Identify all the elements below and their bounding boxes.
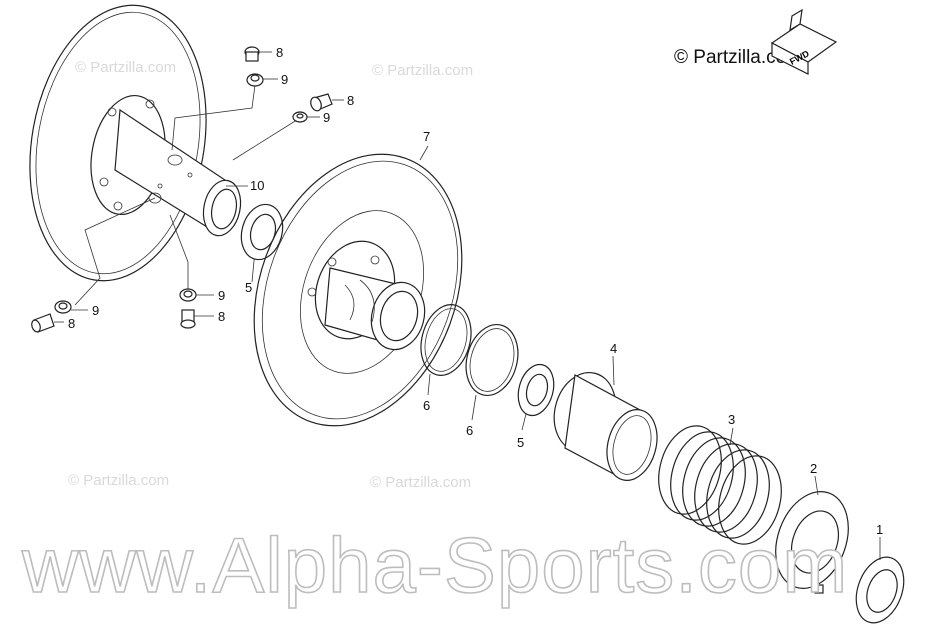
callout-8-upper-right: 8 (347, 93, 354, 108)
watermark-partzilla-2: © Partzilla.com (372, 62, 473, 79)
nut-lower-left (54, 300, 72, 314)
compression-spring (658, 425, 782, 545)
fwd-arrow-icon: FWD (770, 8, 838, 75)
callout-9-top: 9 (281, 72, 288, 87)
callout-6-second: 6 (466, 423, 473, 438)
alpha-sports-watermark: www.Alpha-Sports.com (21, 521, 848, 609)
oil-seal-left (240, 203, 284, 261)
callout-dashes (54, 51, 344, 323)
callout-4: 4 (610, 341, 617, 356)
oil-seal-right (517, 363, 555, 417)
o-ring-1 (420, 304, 472, 376)
nut-upper-right (292, 111, 308, 123)
callout-7: 7 (423, 129, 430, 144)
callout-3: 3 (728, 412, 735, 427)
nut-lower-middle (179, 288, 197, 302)
callout-1: 1 (876, 522, 883, 537)
spring-seat-collar (553, 371, 658, 481)
spring-seat-plate (775, 490, 849, 594)
callout-10: 10 (250, 178, 264, 193)
copyright-text: © Partzilla.com (674, 47, 802, 68)
callout-labels: 8 9 8 9 10 5 9 8 9 8 7 6 6 5 4 3 2 1 (68, 45, 883, 537)
nut-top (246, 73, 264, 87)
callout-5-right: 5 (517, 435, 524, 450)
callout-6-first: 6 (423, 398, 430, 413)
callout-9-lower-left: 9 (92, 303, 99, 318)
leader-lines-right (419, 145, 881, 560)
watermark-partzilla-4: © Partzilla.com (370, 474, 471, 491)
callout-5-left: 5 (245, 280, 252, 295)
fixed-sheave (29, 4, 242, 282)
callout-2: 2 (810, 461, 817, 476)
callout-9-upper-right: 9 (323, 110, 330, 125)
watermark-partzilla-3: © Partzilla.com (68, 472, 169, 489)
movable-sheave (253, 153, 463, 427)
clutch-nut (855, 556, 905, 624)
callout-9-lower-middle: 9 (218, 288, 225, 303)
bolt-lower-middle (180, 309, 196, 329)
callout-8-top: 8 (276, 45, 283, 60)
bolt-lower-left (31, 313, 55, 333)
leader-lines-left (74, 84, 301, 306)
watermark-partzilla-1: © Partzilla.com (75, 59, 176, 76)
o-ring-2 (465, 324, 519, 396)
callout-8-lower-middle: 8 (218, 309, 225, 324)
bolt-top (244, 46, 260, 62)
callout-8-lower-left: 8 (68, 316, 75, 331)
bolt-upper-right (310, 93, 333, 112)
